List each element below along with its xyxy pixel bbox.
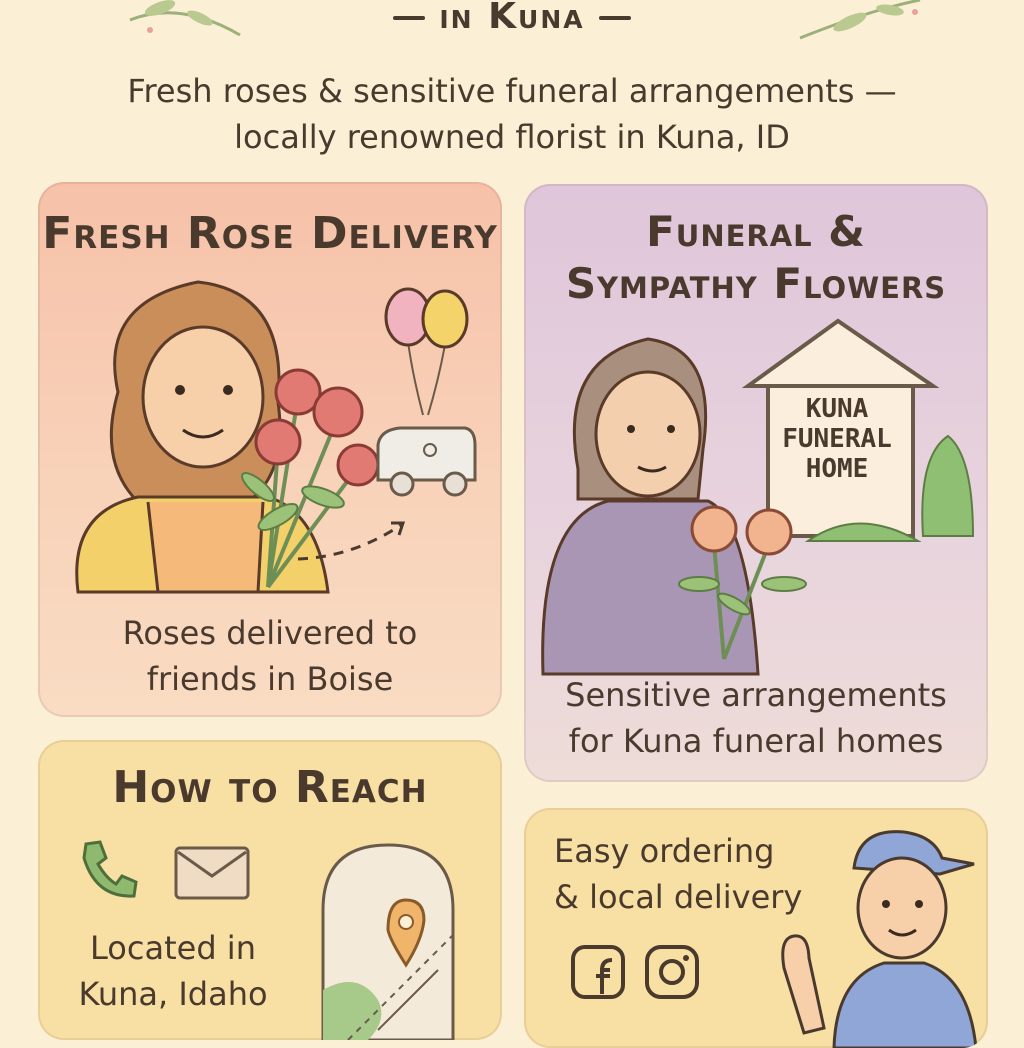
instagram-icon[interactable] [644, 944, 700, 1000]
location-line1: Located in [90, 929, 256, 967]
page-title-text: in Kuna [439, 0, 585, 37]
location-line2: Kuna, Idaho [78, 975, 268, 1013]
tagline-line2: locally renowned florist in Kuna, ID [234, 118, 790, 156]
delivery-van-icon [376, 426, 477, 497]
funeral-caption-line1: Sensitive arrangements [565, 676, 947, 714]
funeral-home-sign: KUNA FUNERAL HOME [772, 394, 902, 484]
title-dash-right [598, 16, 631, 20]
rose-caption-line1: Roses delivered to [122, 614, 418, 652]
delivery-man-illustration [781, 830, 978, 1048]
balloons-icon [384, 287, 469, 416]
how-to-reach-card: How to Reach Located in Kuna, Idaho [38, 740, 502, 1040]
rose-card-title: Fresh Rose Delivery [42, 208, 498, 259]
sign-line2: FUNERAL [782, 424, 892, 454]
tagline-line1: Fresh roses & sensitive funeral arrangem… [127, 72, 897, 110]
tagline: Fresh roses & sensitive funeral arrangem… [40, 68, 984, 160]
title-dash-left [393, 16, 426, 20]
page-title: in Kuna [0, 0, 1024, 37]
florist-woman-illustration [75, 280, 330, 594]
envelope-icon[interactable] [174, 846, 250, 900]
ordering-line1: Easy ordering [554, 832, 775, 870]
rose-delivery-card: Fresh Rose Delivery [38, 182, 502, 717]
funeral-caption-line2: for Kuna funeral homes [568, 722, 944, 760]
ordering-line2: & local delivery [554, 878, 803, 916]
delivery-path-arrow [297, 521, 406, 561]
funeral-sympathy-card: Funeral & Sympathy Flowers KUNA FUNERAL … [524, 184, 988, 782]
funeral-title-line1: Funeral & [646, 207, 866, 256]
facebook-icon[interactable] [570, 944, 626, 1000]
funeral-card-caption: Sensitive arrangements for Kuna funeral … [524, 672, 988, 764]
rose-bouquet-icon [241, 368, 380, 589]
sign-line1: KUNA [805, 394, 869, 424]
sympathy-roses-icon [678, 505, 807, 660]
sign-line3: HOME [805, 454, 869, 484]
header-leaf-left-icon [129, 0, 241, 37]
reach-card-title: How to Reach [112, 762, 428, 813]
rose-caption-line2: friends in Boise [146, 660, 394, 698]
ordering-text: Easy ordering & local delivery [554, 828, 814, 920]
ordering-delivery-card: Easy ordering & local delivery [524, 808, 988, 1048]
funeral-title-line2: Sympathy Flowers [565, 259, 947, 308]
funeral-card-title: Funeral & Sympathy Flowers [524, 206, 988, 310]
header-leaf-right-icon [799, 0, 921, 40]
rose-card-caption: Roses delivered to friends in Boise [38, 610, 502, 702]
map-pin-icon[interactable] [318, 840, 458, 1040]
funeral-home-building-icon [741, 318, 975, 542]
reach-location: Located in Kuna, Idaho [38, 925, 308, 1017]
phone-icon[interactable] [76, 836, 138, 898]
